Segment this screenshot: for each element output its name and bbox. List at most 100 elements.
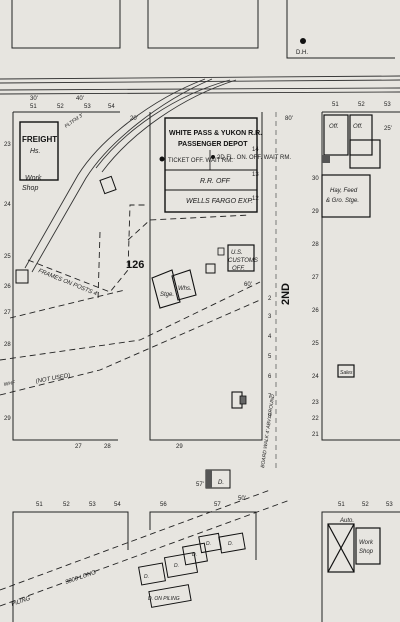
small-building [99, 175, 117, 195]
wharf-label: WHF [3, 380, 16, 388]
east-num-4: 4 [268, 334, 272, 340]
top-blocks [11, 0, 395, 59]
lot-r-25: 25 [312, 341, 319, 347]
middle-block [149, 112, 263, 441]
dwelling-57-label: D. [218, 480, 224, 486]
east-num-5: 5 [268, 354, 272, 360]
lot-52: 52 [57, 104, 64, 110]
east-num-3: 3 [268, 314, 272, 320]
small-outbuilding [205, 263, 216, 274]
sales-label: Sales [340, 370, 353, 376]
lot-left-27: 27 [4, 310, 11, 316]
measure-30: 30' [30, 96, 38, 102]
second-street-label: 2ND [280, 283, 292, 305]
east-num-7: 7 [268, 394, 272, 400]
hay-feed-label-1: Hay, Feed [330, 188, 358, 194]
depot-num-12: 12 [252, 196, 259, 202]
freight-hs-label: Hs. [30, 148, 41, 155]
frames-on-posts [0, 204, 261, 396]
hay-feed-label-2: & Gro. Stge. [326, 198, 359, 204]
lot-left-26: 26 [4, 284, 11, 290]
work-label: Work [25, 175, 42, 182]
office-b-label: Off. [353, 124, 363, 130]
wells-fargo-label: WELLS FARGO EXP. [186, 198, 253, 205]
lot-left-24: 24 [4, 202, 11, 208]
drinking-hydrant-icon [300, 38, 306, 44]
measure-50: 50' [238, 496, 246, 502]
depot-num-13: 13 [252, 172, 259, 178]
lot-br-52: 52 [362, 502, 369, 508]
small-shed [15, 269, 29, 284]
work-shop-right-1: Work [359, 540, 374, 546]
lot-53: 53 [84, 104, 91, 110]
not-used-label: (NOT USED) [35, 373, 71, 385]
dwellings-on-piling [138, 532, 246, 608]
left-block [12, 111, 120, 441]
lot-bm-57: 57 [214, 502, 221, 508]
lot-mid-27: 27 [75, 444, 82, 450]
bottom-left-block [12, 511, 129, 622]
work-shop-right-2: Shop [359, 549, 374, 555]
dwelling-e-label: D. [206, 541, 211, 547]
lot-bm-56: 56 [160, 502, 167, 508]
dwelling-c-label: D. [174, 563, 179, 569]
storage-label: Stge. [160, 292, 174, 298]
lot-right-51: 51 [332, 102, 339, 108]
lot-r-27: 27 [312, 275, 319, 281]
lot-r-26: 26 [312, 308, 319, 314]
customs-office [227, 244, 255, 272]
east-num-8: 8 [268, 414, 272, 420]
rr-office-label: R.R. OFF [200, 178, 231, 185]
shop-label: Shop [22, 185, 38, 192]
warehouse-label: Whs. [178, 286, 192, 292]
freight-label: FREIGHT [22, 135, 57, 144]
piling-walk [0, 489, 291, 607]
measure-20: 20' [130, 116, 138, 122]
depot-note-left: TICKET OFF. WAIT RM. [168, 158, 233, 164]
auto-garage [327, 523, 381, 573]
hydrant-icon [159, 156, 165, 162]
right-block [321, 111, 400, 441]
measure-60: 60' [244, 282, 252, 288]
dwelling-b-label: D. [144, 574, 149, 580]
lot-bl-51: 51 [36, 502, 43, 508]
lot-r-28: 28 [312, 242, 319, 248]
measure-40: 40' [76, 96, 84, 102]
passenger-depot [164, 117, 258, 213]
depot-title-2: PASSENGER DEPOT [178, 141, 248, 148]
depot-num-14: 14 [252, 147, 259, 153]
lot-left-29: 29 [4, 416, 11, 422]
customs-label-1: U.S. [231, 250, 243, 256]
lot-left-23: 23 [4, 142, 11, 148]
dh-label: D.H. [296, 50, 308, 56]
on-piling-label: D. ON PILING [148, 596, 180, 602]
lot-br-53: 53 [386, 502, 393, 508]
customs-label-2: CUSTOMS [228, 258, 258, 264]
lot-bl-52: 52 [63, 502, 70, 508]
depot-note-right: 2D FL. ON. OFF. WAIT RM. [217, 155, 291, 161]
measure-25: 25' [384, 126, 392, 132]
lot-left-25: 25 [4, 254, 11, 260]
auto-label: Auto. [339, 518, 354, 524]
lot-r-21: 21 [312, 432, 319, 438]
dwelling-57-annex [206, 470, 212, 488]
lot-mid-28: 28 [104, 444, 111, 450]
right-offices [321, 114, 381, 378]
block-number: 126 [126, 259, 144, 271]
customs-label-3: OFF. [232, 266, 245, 272]
lot-54: 54 [108, 104, 115, 110]
east-num-6: 6 [268, 374, 272, 380]
lot-right-53: 53 [384, 102, 391, 108]
freight-house [19, 121, 59, 181]
east-num-2: 2 [268, 296, 272, 302]
lot-r-29: 29 [312, 209, 319, 215]
lot-r-30: 30 [312, 176, 319, 182]
lot-right-52: 52 [358, 102, 365, 108]
mid-shed-annex [239, 395, 247, 405]
lot-r-24: 24 [312, 374, 319, 380]
bottom-right-block [321, 511, 400, 622]
dwelling-d-label: D. [192, 552, 197, 558]
lot-left-28: 28 [4, 342, 11, 348]
railway-tracks [0, 75, 400, 273]
